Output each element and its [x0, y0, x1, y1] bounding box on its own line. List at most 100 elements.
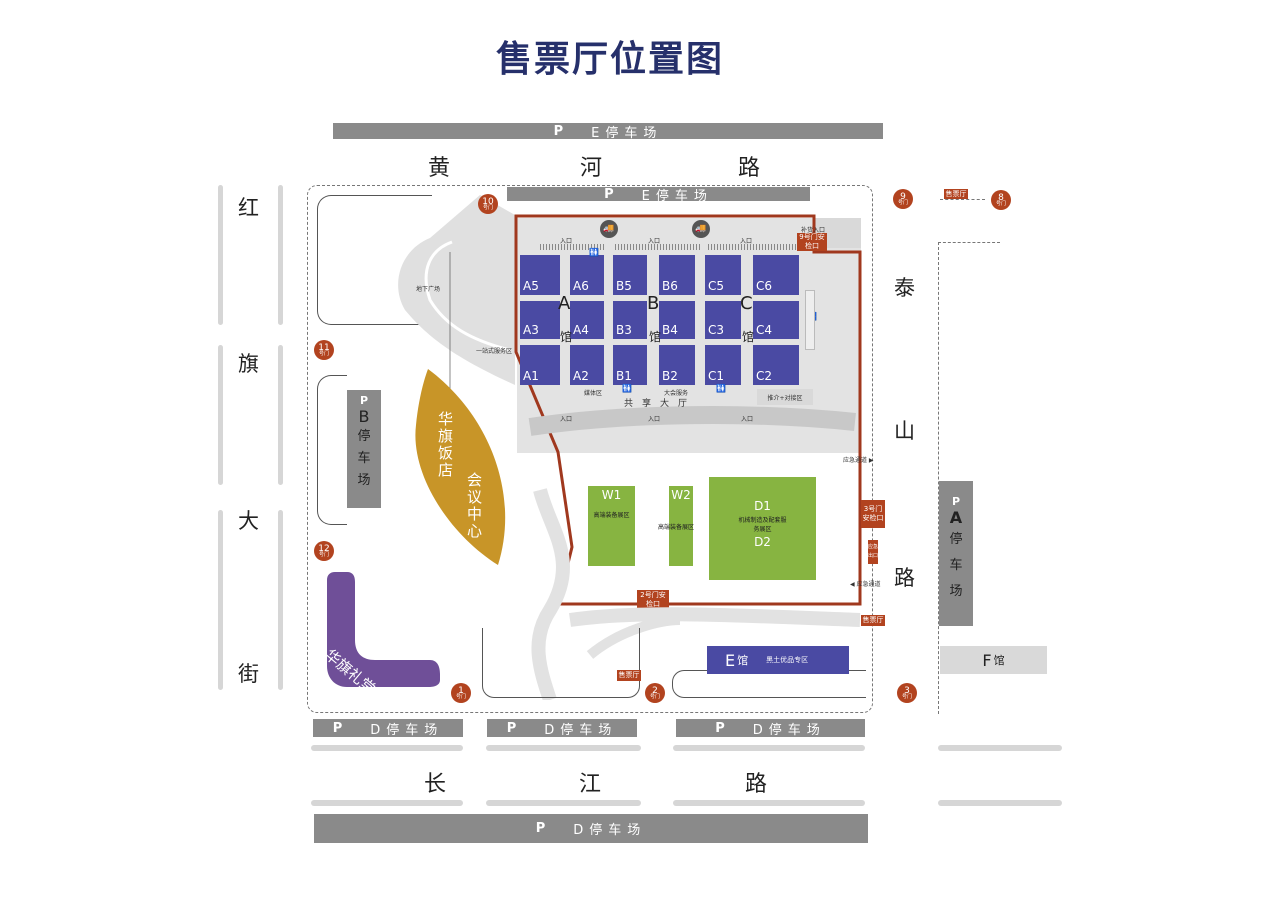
gate9-checkpoint[interactable]: 9号门安检口 [797, 233, 827, 251]
booth-a5[interactable]: A5 [520, 255, 560, 295]
road-hongqi-1: 红 [238, 196, 259, 220]
hotel-label: 华旗饭店 [438, 410, 454, 479]
hall-c-char: 馆 [742, 330, 755, 344]
stairs-a [540, 244, 605, 250]
road-line-south-7 [673, 800, 865, 806]
hall-e-letter: E [725, 650, 736, 670]
conference-service-label: 大会服务 [664, 390, 689, 397]
road-changjiang-3: 路 [745, 772, 768, 797]
ticket-hall-northeast[interactable]: 售票厅 [944, 189, 968, 199]
road-line-south-8 [938, 800, 1062, 806]
underground-plaza-shape [398, 195, 515, 390]
booth-c1[interactable]: C1 [705, 345, 741, 385]
hall-f[interactable]: F 馆 [940, 646, 1047, 674]
parking-a: P A 停车场 [939, 481, 973, 626]
road-line-west-5 [218, 510, 223, 690]
restroom-icon: 🚻 [716, 384, 726, 393]
zone-w1[interactable]: W1 高端装备展区 [588, 486, 635, 566]
zone-d1-label: D1 [754, 499, 771, 513]
underground-plaza-label: 地下广场 [416, 286, 441, 293]
supply-entrance-label: 补货入口 [801, 227, 826, 234]
booth-c5[interactable]: C5 [705, 255, 741, 295]
booth-c2[interactable]: C2 [753, 345, 799, 385]
booth-b4[interactable]: B4 [659, 301, 695, 339]
road-taishan-3: 路 [894, 566, 915, 590]
booth-c4[interactable]: C4 [753, 301, 799, 339]
booth-b6[interactable]: B6 [659, 255, 695, 295]
entrance-bottom-a: 入口 [560, 416, 573, 423]
ticket-hall-south[interactable]: 售票厅 [617, 670, 641, 681]
road-changjiang-1: 长 [424, 772, 447, 797]
conference-center-label: 会议中心 [467, 471, 483, 540]
shared-hall-label: 共 享 大 厅 [624, 399, 688, 409]
road-line-south-5 [311, 800, 463, 806]
plaza-outline-2 [317, 375, 347, 525]
booth-b2[interactable]: B2 [659, 345, 695, 385]
hall-a-letter: A [558, 293, 571, 314]
north-east-boundary [940, 199, 985, 201]
road-taishan-1: 泰 [894, 276, 915, 300]
gate3-checkpoint[interactable]: 3号门安检口 [861, 500, 885, 528]
road-taishan-2: 山 [894, 419, 915, 443]
restroom-icon: 🚻 [622, 384, 632, 393]
parking-a-p: P [951, 495, 961, 508]
hall-e[interactable]: E 馆 黑土优品专区 [707, 646, 849, 674]
entrance-bottom-c: 入口 [741, 416, 754, 423]
booth-a6[interactable]: A6 [570, 255, 604, 295]
hall-c: C5 C6 C3 C4 C1 C2 C 馆 [703, 253, 803, 386]
hall-f-char: 馆 [993, 654, 1005, 667]
parking-b: P B 停车场 [347, 390, 381, 508]
road-huanghe-2: 河 [580, 156, 603, 181]
ticket-hall-east[interactable]: 售票厅 [861, 615, 885, 626]
booth-a3[interactable]: A3 [520, 301, 560, 339]
entrance-top-b: 入口 [648, 238, 661, 245]
zone-d-desc: 机械制造及配套服务展区 [738, 517, 787, 533]
booth-a2[interactable]: A2 [570, 345, 604, 385]
road-hongqi-4: 街 [238, 662, 259, 686]
booth-b5[interactable]: B5 [613, 255, 647, 295]
one-stop-label: 一站式服务区 [476, 348, 513, 355]
booth-a4[interactable]: A4 [570, 301, 604, 339]
auditorium-shape [327, 572, 440, 687]
site-boundary [307, 185, 873, 713]
hall-a: A5 A6 A3 A4 A1 A2 A 馆 [518, 253, 608, 386]
road-hongqi-2: 旗 [238, 352, 259, 376]
road-line-west-6 [278, 510, 283, 690]
hall-b: B5 B6 B3 B4 B1 B2 B 馆 [611, 253, 701, 386]
booth-c3[interactable]: C3 [705, 301, 741, 339]
road-huanghe-1: 黄 [428, 156, 451, 181]
emergency-exit-small: 应急出口 [868, 540, 878, 564]
road-line-south-3 [673, 745, 865, 751]
booth-a1[interactable]: A1 [520, 345, 560, 385]
road-line-south-2 [486, 745, 641, 751]
zone-w2[interactable]: W2 [669, 486, 693, 566]
east-corridor [805, 290, 815, 350]
zone-w2-desc: 高端装备展区 [658, 524, 695, 531]
zone-d2-label: D2 [754, 535, 771, 549]
road-line-west-2 [278, 185, 283, 325]
booth-c6[interactable]: C6 [753, 255, 799, 295]
zone-d[interactable]: D1 机械制造及配套服务展区 D2 [709, 477, 816, 580]
hall-c-letter: C [740, 293, 753, 314]
road-hongqi-3: 大 [238, 509, 259, 533]
road-changjiang-2: 江 [579, 772, 602, 797]
hall-e-desc: 黑土优品专区 [766, 656, 809, 664]
stairs-c [708, 244, 798, 250]
hotel-shape [415, 369, 506, 565]
hall-f-letter: F [982, 650, 992, 670]
gate2-checkpoint[interactable]: 2号门安检口 [637, 590, 669, 610]
booth-b3[interactable]: B3 [613, 301, 647, 339]
booth-b1[interactable]: B1 [613, 345, 647, 385]
